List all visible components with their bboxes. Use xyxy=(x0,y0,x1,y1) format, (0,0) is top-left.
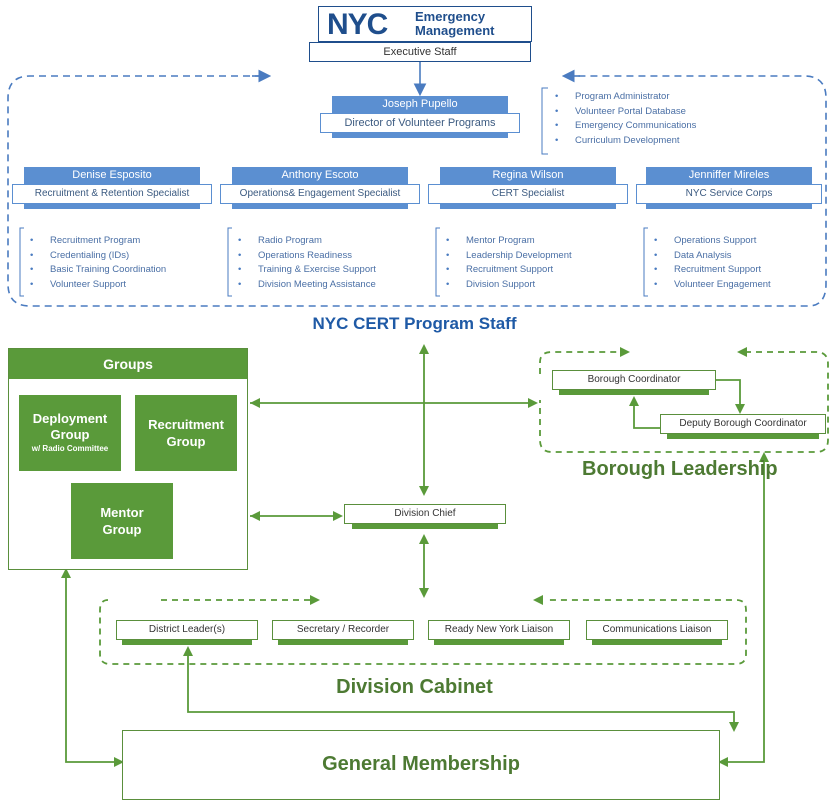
staff-box-wilson: Regina Wilson CERT Specialist xyxy=(428,167,628,209)
list-item: Training & Exercise Support xyxy=(238,263,376,278)
general-membership-box: General Membership xyxy=(122,730,720,800)
list-item: Leadership Development xyxy=(446,249,572,264)
cabinet-member-box: Secretary / Recorder xyxy=(272,620,414,645)
recruitment-group: Recruitment Group xyxy=(135,395,237,471)
list-item: Radio Program xyxy=(238,234,376,249)
list-item: Mentor Program xyxy=(446,234,572,249)
director-duties: Program Administrator Volunteer Portal D… xyxy=(555,90,696,148)
groups-heading: Groups xyxy=(9,349,247,379)
staff-duties-escoto: Radio Program Operations Readiness Train… xyxy=(238,234,376,292)
staff-duties-wilson: Mentor Program Leadership Development Re… xyxy=(446,234,572,292)
list-item: Division Support xyxy=(446,278,572,293)
list-item: Operations Support xyxy=(654,234,771,249)
list-item: Data Analysis xyxy=(654,249,771,264)
list-item: Volunteer Portal Database xyxy=(555,105,696,120)
cabinet-member-box: Ready New York Liaison xyxy=(428,620,570,645)
staff-box-escoto: Anthony Escoto Operations& Engagement Sp… xyxy=(220,167,420,209)
list-item: Division Meeting Assistance xyxy=(238,278,376,293)
division-cabinet-heading: Division Cabinet xyxy=(336,676,493,698)
executive-staff-box: Executive Staff xyxy=(309,42,531,62)
list-item: Curriculum Development xyxy=(555,134,696,149)
staff-title: CERT Specialist xyxy=(428,184,628,204)
list-item: Basic Training Coordination xyxy=(30,263,166,278)
borough-leadership-heading: Borough Leadership xyxy=(582,458,778,480)
logo-brand: NYC xyxy=(327,8,388,41)
staff-box-mireles: Jenniffer Mireles NYC Service Corps xyxy=(636,167,822,209)
list-item: Volunteer Engagement xyxy=(654,278,771,293)
borough-coordinator-box: Borough Coordinator xyxy=(552,370,716,395)
cabinet-member-box: District Leader(s) xyxy=(116,620,258,645)
list-item: Operations Readiness xyxy=(238,249,376,264)
staff-title: Recruitment & Retention Specialist xyxy=(12,184,212,204)
logo-text: Emergency Management xyxy=(415,9,495,38)
list-item: Recruitment Support xyxy=(446,263,572,278)
division-chief-box: Division Chief xyxy=(344,504,506,529)
staff-title: Operations& Engagement Specialist xyxy=(220,184,420,204)
staff-box-esposito: Denise Esposito Recruitment & Retention … xyxy=(12,167,212,209)
list-item: Recruitment Support xyxy=(654,263,771,278)
staff-duties-mireles: Operations Support Data Analysis Recruit… xyxy=(654,234,771,292)
staff-name: Denise Esposito xyxy=(24,167,200,184)
deployment-group: Deployment Group w/ Radio Committee xyxy=(19,395,121,471)
program-staff-heading: NYC CERT Program Staff xyxy=(312,314,517,333)
director-box: Joseph Pupello Director of Volunteer Pro… xyxy=(320,96,520,138)
groups-panel: Groups Deployment Group w/ Radio Committ… xyxy=(8,348,248,570)
general-membership-heading: General Membership xyxy=(322,753,520,775)
nyc-emergency-management-logo: NYC Emergency Management xyxy=(318,6,532,42)
program-staff-outline xyxy=(7,75,827,307)
director-title: Director of Volunteer Programs xyxy=(320,113,520,133)
mentor-group: Mentor Group xyxy=(71,483,173,559)
staff-name: Regina Wilson xyxy=(440,167,616,184)
staff-name: Jenniffer Mireles xyxy=(646,167,812,184)
staff-duties-esposito: Recruitment Program Credentialing (IDs) … xyxy=(30,234,166,292)
list-item: Emergency Communications xyxy=(555,119,696,134)
cabinet-member-box: Communications Liaison xyxy=(586,620,728,645)
director-name: Joseph Pupello xyxy=(332,96,508,113)
list-item: Program Administrator xyxy=(555,90,696,105)
staff-name: Anthony Escoto xyxy=(232,167,408,184)
staff-title: NYC Service Corps xyxy=(636,184,822,204)
deputy-borough-coordinator-box: Deputy Borough Coordinator xyxy=(660,414,826,439)
list-item: Volunteer Support xyxy=(30,278,166,293)
list-item: Recruitment Program xyxy=(30,234,166,249)
list-item: Credentialing (IDs) xyxy=(30,249,166,264)
